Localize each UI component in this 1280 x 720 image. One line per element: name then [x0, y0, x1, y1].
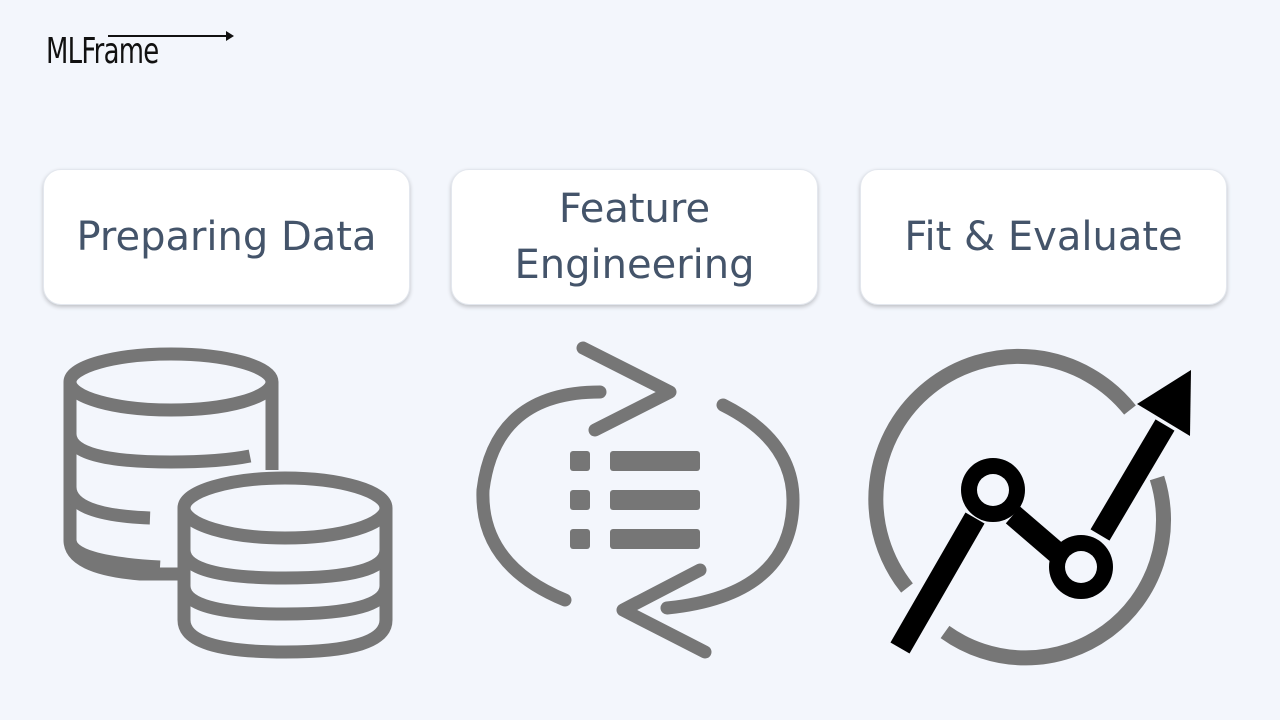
refresh-list-icon: [476, 341, 800, 659]
logo-text: MLFrame: [46, 31, 159, 72]
step-label: Preparing Data: [76, 214, 377, 260]
database-icon: [63, 347, 393, 659]
logo: MLFrame: [46, 28, 234, 78]
growth-chart-icon: [868, 348, 1191, 666]
step-card-fit-evaluate: Fit & Evaluate: [860, 169, 1227, 305]
step-card-feature-engineering: Feature Engineering: [451, 169, 818, 305]
step-label: Fit & Evaluate: [904, 214, 1183, 260]
step-card-preparing-data: Preparing Data: [43, 169, 410, 305]
logo-arrow-icon: [108, 31, 234, 41]
step-label: Feature Engineering: [514, 186, 755, 288]
